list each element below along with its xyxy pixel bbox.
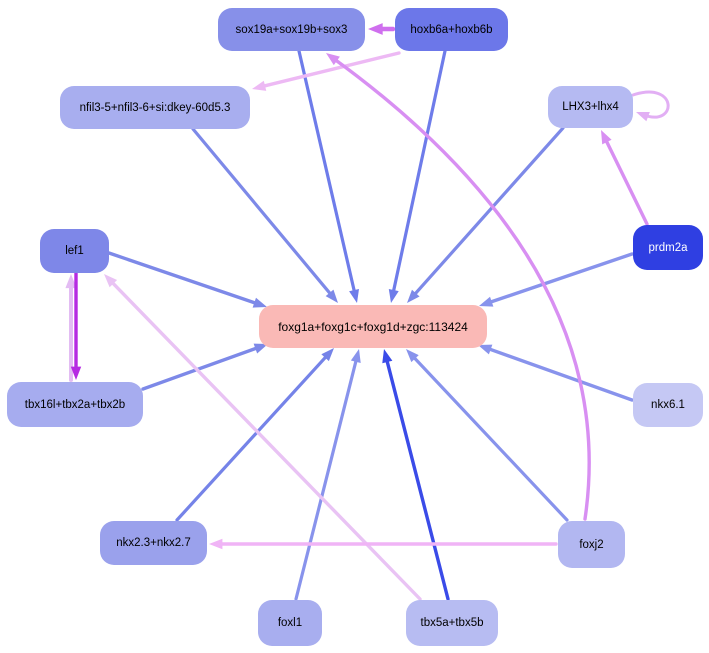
edge-hoxb6a-to-foxg1 — [388, 49, 447, 303]
edge-lhx3-to-foxg1 — [407, 126, 565, 303]
edge-line — [107, 251, 262, 307]
node-foxg1-center[interactable]: foxg1a+foxg1c+foxg1d+zgc:113424 — [259, 305, 487, 348]
edge-tbx5a-to-foxg1 — [382, 349, 450, 601]
edge-arrowhead — [325, 289, 338, 303]
edge-prdm2a-to-foxg1 — [479, 252, 634, 307]
edge-line — [297, 49, 357, 297]
edge-arrowhead — [321, 348, 334, 362]
edge-tbx5a-to-lef1 — [104, 274, 422, 601]
edge-arrowhead — [350, 349, 361, 364]
edge-arrowhead — [104, 274, 118, 288]
edge-hoxb6a-to-sox19a — [368, 23, 396, 35]
node-hoxb6a-hoxb6b[interactable]: hoxb6a+hoxb6b — [395, 8, 508, 51]
edge-line — [409, 353, 569, 522]
edge-line — [294, 355, 359, 601]
edge-arrowhead — [406, 349, 419, 363]
edge-arrowhead — [349, 289, 359, 303]
edge-prdm2a-to-lhx3 — [601, 130, 649, 226]
node-foxj2[interactable]: foxj2 — [558, 521, 625, 568]
edge-line — [631, 90, 670, 119]
edge-foxj2-to-foxg1 — [406, 349, 569, 522]
edge-line — [175, 352, 331, 522]
edge-nfil3-to-foxg1 — [191, 127, 338, 303]
edge-line — [191, 127, 335, 299]
edge-arrowhead — [209, 538, 223, 550]
edge-arrowhead — [601, 130, 612, 145]
edge-arrowhead — [326, 53, 340, 66]
edge-line — [107, 278, 422, 601]
edge-arrowhead — [479, 296, 494, 307]
edge-sox19a-to-foxg1 — [297, 49, 359, 303]
edge-tbx16l-to-foxg1 — [141, 343, 268, 391]
edge-lef1-to-foxg1 — [107, 251, 267, 308]
edge-arrowhead — [478, 344, 493, 355]
node-prdm2a[interactable]: prdm2a — [633, 225, 703, 270]
edge-arrowhead — [407, 289, 420, 303]
edge-arrowhead — [70, 366, 82, 380]
edge-arrowhead — [65, 274, 77, 289]
node-tbx16l-tbx2a-tbx2b[interactable]: tbx16l+tbx2a+tbx2b — [7, 382, 143, 427]
edge-line — [384, 355, 450, 601]
edge-tbx16l-to-lef1 — [65, 274, 77, 382]
node-nkx2-3-nkx2-7[interactable]: nkx2.3+nkx2.7 — [100, 521, 207, 565]
edge-nkx2_3-to-foxg1 — [175, 348, 334, 522]
edge-line — [141, 345, 263, 391]
node-lhx3-lhx4[interactable]: LHX3+lhx4 — [548, 86, 633, 128]
edge-lhx3-to-lhx3 — [631, 90, 670, 122]
edge-arrowhead — [368, 23, 383, 35]
edge-arrowhead — [382, 349, 393, 364]
edge-foxj2-to-nkx2_3 — [209, 538, 558, 550]
edge-line — [330, 56, 591, 521]
node-lef1[interactable]: lef1 — [40, 229, 109, 273]
edge-arrowhead — [252, 80, 267, 91]
edge-arrowhead — [252, 297, 267, 308]
edge-line — [258, 51, 401, 89]
edge-arrowhead — [388, 289, 399, 303]
node-nkx6-1[interactable]: nkx6.1 — [633, 383, 703, 427]
edge-line — [484, 252, 634, 306]
node-tbx5a-tbx5b[interactable]: tbx5a+tbx5b — [406, 600, 498, 646]
edge-foxj2-to-sox19a — [326, 53, 591, 521]
edge-line — [602, 135, 649, 226]
node-foxl1[interactable]: foxl1 — [258, 600, 322, 646]
edge-nkx6_1-to-foxg1 — [478, 344, 634, 402]
edge-arrowhead — [253, 343, 268, 354]
node-nfil3-cluster[interactable]: nfil3-5+nfil3-6+si:dkey-60d5.3 — [60, 86, 250, 129]
edge-hoxb6a-to-nfil3 — [252, 51, 401, 91]
node-sox19a-sox19b-sox3[interactable]: sox19a+sox19b+sox3 — [218, 8, 365, 51]
edge-line — [483, 346, 634, 402]
edge-line — [391, 49, 447, 297]
edge-arrowhead — [636, 111, 650, 122]
edge-lef1-to-tbx16l — [70, 270, 82, 380]
edge-line — [410, 126, 565, 299]
edge-foxl1-to-foxg1 — [294, 349, 361, 601]
